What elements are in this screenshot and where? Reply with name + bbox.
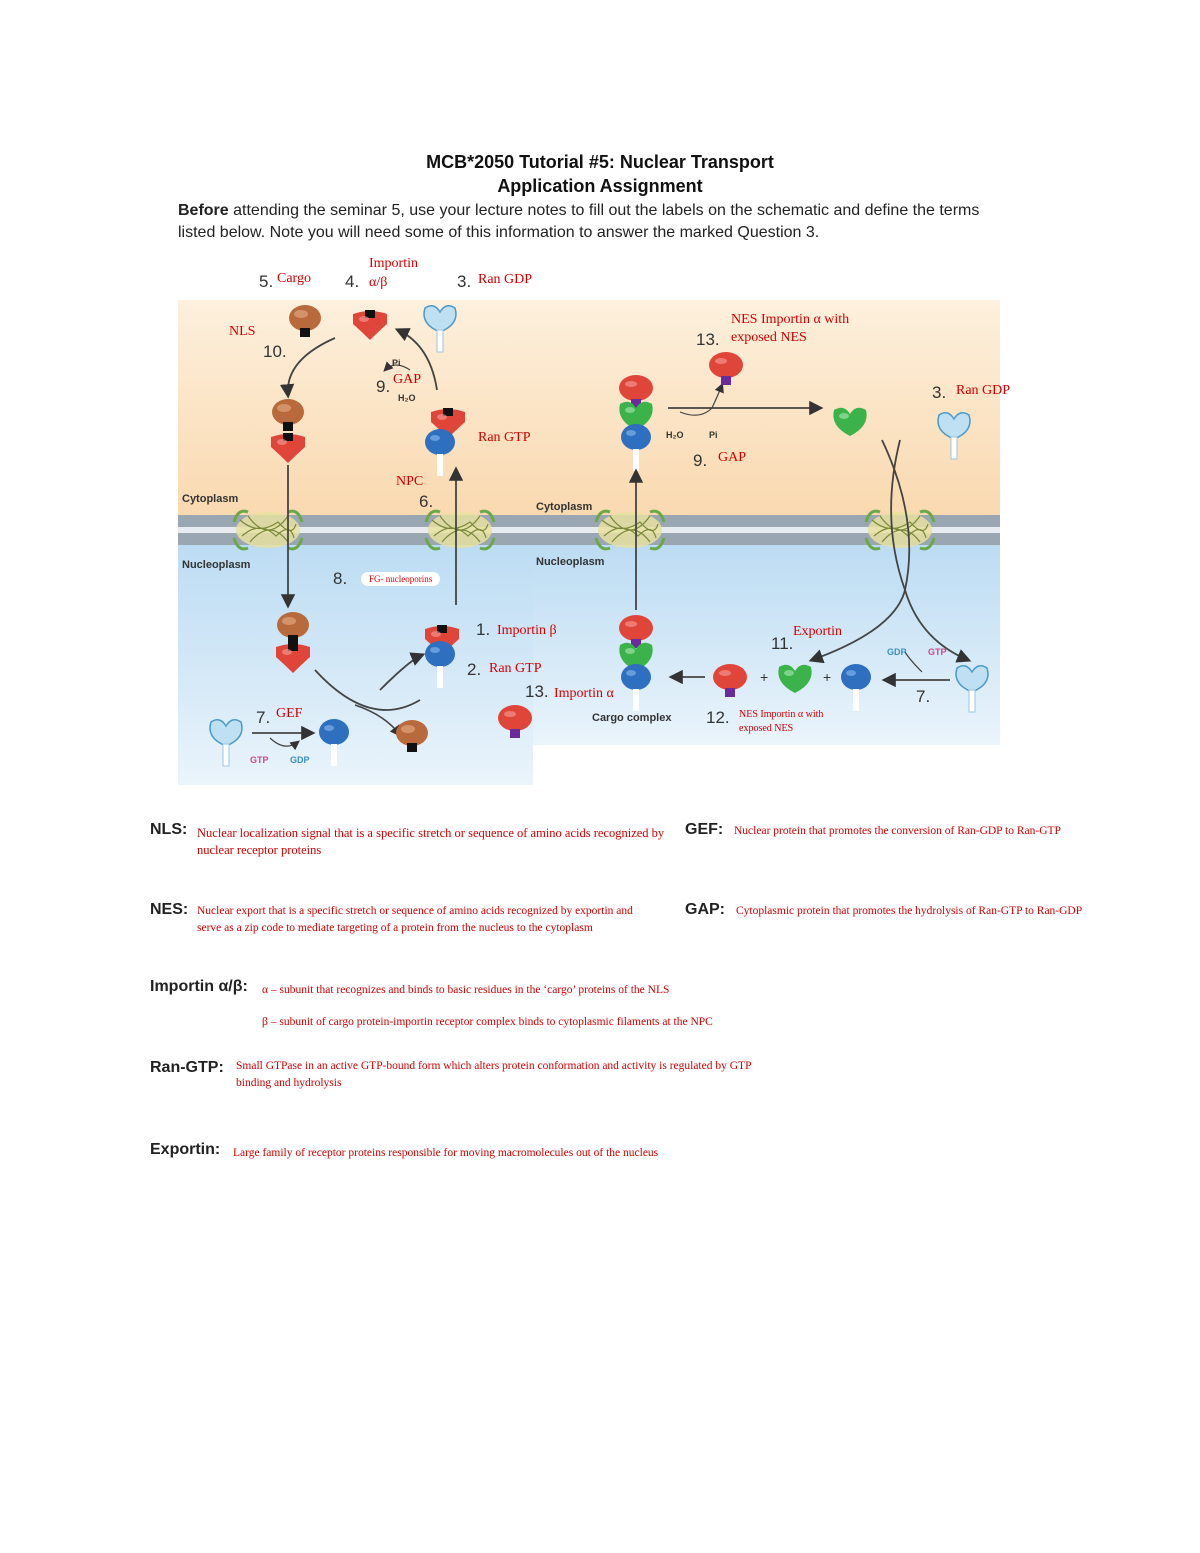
number-10: 10.: [263, 342, 287, 361]
cargo-complex-label: Cargo complex: [592, 712, 672, 724]
gdp-label-right: GDP: [887, 647, 907, 657]
gdp-label-left: GDP: [290, 755, 310, 765]
intro-text: Before attending the seminar 5, use your…: [178, 200, 1018, 244]
answer-importin-beta: Importin β: [497, 623, 557, 638]
gef-term: GEF:: [685, 821, 724, 838]
answer-importin-line2: α/β: [369, 275, 388, 290]
exportin-term: Exportin:: [150, 1141, 221, 1158]
answer-nes-13-line2: exposed NES: [731, 330, 807, 345]
page-title: MCB*2050 Tutorial #5: Nuclear Transport: [426, 152, 774, 172]
number-3-right: 3.: [932, 383, 947, 402]
nls-term: NLS:: [150, 821, 188, 838]
answer-importin-alpha: Importin α: [554, 686, 614, 701]
svg-text:+: +: [823, 669, 831, 685]
answer-ran-gdp-left: Ran GDP: [478, 272, 533, 287]
answer-npc: NPC: [396, 474, 424, 489]
number-8: 8.: [333, 569, 348, 588]
answer-fg-nucleoporins: FG- nucleoporins: [361, 572, 441, 586]
nucleoplasm-label-left: Nucleoplasm: [182, 559, 251, 571]
answer-ran-gtp-2: Ran GTP: [489, 661, 542, 676]
nes-definition: Nuclear export that is a specific stretc…: [197, 905, 633, 934]
answer-nes-12-line2: exposed NES: [739, 723, 794, 734]
ran-gtp-term: Ran-GTP:: [150, 1059, 224, 1076]
answer-gap-right: GAP: [718, 450, 747, 465]
number-11: 11.: [771, 634, 794, 653]
answer-gap-left: GAP: [393, 372, 422, 387]
answer-nls: NLS: [229, 324, 256, 339]
importin-beta-definition: β – subunit of cargo protein-importin re…: [262, 1016, 713, 1028]
importin-alpha-definition: α – subunit that recognizes and binds to…: [262, 984, 670, 996]
pi-label-left: Pi: [392, 358, 401, 368]
nucleoplasm-label-right: Nucleoplasm: [536, 556, 605, 568]
left-nucleoplasm-bg: [178, 545, 533, 785]
number-13-left: 13.: [525, 682, 549, 701]
h2o-label-left: H₂O: [398, 393, 416, 403]
gap-definition: Cytoplasmic protein that promotes the hy…: [736, 905, 1083, 917]
nuclear-envelope-outer: [178, 515, 1000, 527]
intro-bold: Before: [178, 202, 229, 219]
answer-ran-gtp-left: Ran GTP: [478, 430, 531, 445]
gef-definition: Nuclear protein that promotes the conver…: [734, 825, 1061, 837]
h2o-label-right: H₂O: [666, 430, 684, 440]
answer-gef: GEF: [276, 706, 303, 721]
answer-ran-gdp-right: Ran GDP: [956, 383, 1011, 398]
intro-rest: attending the seminar 5, use your lectur…: [178, 202, 980, 241]
nes-term: NES:: [150, 901, 189, 918]
importin-term: Importin α/β:: [150, 978, 248, 995]
number-12: 12.: [706, 708, 730, 727]
number-13-right: 13.: [696, 330, 720, 349]
answer-exportin: Exportin: [793, 624, 842, 639]
nuclear-envelope-inner: [178, 533, 1000, 545]
gap-term: GAP:: [685, 901, 725, 918]
page-subtitle: Application Assignment: [497, 176, 703, 196]
number-2: 2.: [467, 660, 482, 679]
number-5: 5.: [259, 272, 274, 291]
answer-nes-12-line1: NES Importin α with: [739, 709, 824, 720]
ran-gtp-definition: Small GTPase in an active GTP-bound form…: [236, 1060, 752, 1089]
answer-nes-13-line1: NES Importin α with: [731, 312, 850, 327]
exportin-definition: Large family of receptor proteins respon…: [233, 1147, 659, 1159]
right-nucleoplasm-bg: [533, 545, 1000, 745]
number-9-right: 9.: [693, 451, 708, 470]
number-4: 4.: [345, 272, 360, 291]
number-1: 1.: [476, 620, 491, 639]
cytoplasm-label-right: Cytoplasm: [536, 501, 593, 513]
answer-cargo: Cargo: [277, 271, 311, 286]
answer-importin-line1: Importin: [369, 256, 418, 271]
number-9-left: 9.: [376, 377, 391, 396]
left-cytoplasm-bg: [178, 300, 533, 515]
number-6: 6.: [419, 492, 434, 511]
cytoplasm-label-left: Cytoplasm: [182, 493, 239, 505]
pi-label-right: Pi: [709, 430, 718, 440]
nuclear-transport-diagram: + +: [178, 300, 1000, 785]
nls-definition: Nuclear localization signal that is a sp…: [197, 826, 665, 857]
number-7-left: 7.: [256, 708, 271, 727]
gtp-label-left: GTP: [250, 755, 269, 765]
number-7-right: 7.: [916, 687, 931, 706]
gtp-label-right: GTP: [928, 647, 947, 657]
number-3-left: 3.: [457, 272, 472, 291]
svg-text:+: +: [760, 669, 768, 685]
